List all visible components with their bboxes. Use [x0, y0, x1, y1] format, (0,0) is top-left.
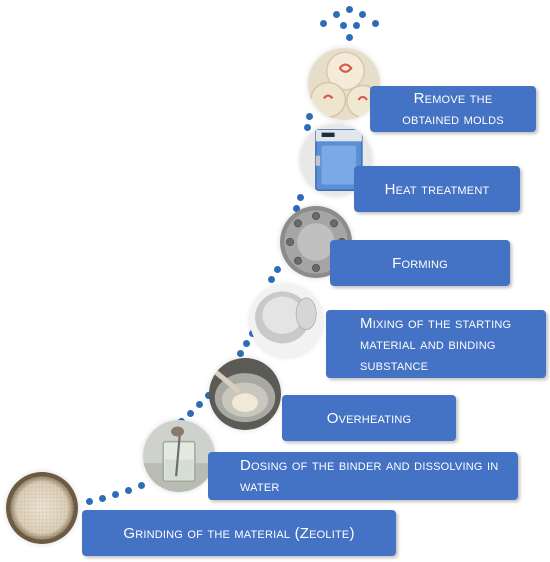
step-label-forming: Forming: [392, 254, 448, 272]
zeolite-powder-photo: [6, 472, 78, 544]
step-box-overheating: Overheating: [282, 395, 456, 441]
connector-dot: [359, 11, 366, 18]
connector-dot: [320, 20, 327, 27]
step-label-mixing: Mixing of the starting material and bind…: [360, 314, 512, 374]
step-box-forming: Forming: [330, 240, 510, 286]
step-label-heat-treatment: Heat treatment: [384, 180, 490, 198]
connector-dot: [99, 495, 106, 502]
connector-dot: [187, 410, 194, 417]
connector-dot: [138, 482, 145, 489]
step-box-mixing: Mixing of the starting material and bind…: [326, 310, 546, 378]
heated-bowl-photo: [209, 358, 281, 430]
connector-dot: [306, 113, 313, 120]
connector-dot: [304, 124, 311, 131]
beaker-stirring-photo: [143, 420, 215, 492]
connector-dot: [353, 22, 360, 29]
connector-dot: [297, 194, 304, 201]
connector-dot: [125, 487, 132, 494]
connector-dot: [237, 350, 244, 357]
connector-dot: [346, 6, 353, 13]
step-label-dosing: Dosing of the binder and dissolving in w…: [240, 457, 499, 495]
step-label-remove-molds: Remove the obtained molds: [402, 90, 504, 128]
connector-dot: [205, 392, 212, 399]
connector-dot: [86, 498, 93, 505]
connector-dot: [340, 22, 347, 29]
connector-dot: [196, 401, 203, 408]
connector-dot: [346, 34, 353, 41]
step-box-heat-treatment: Heat treatment: [354, 166, 520, 212]
connector-dot: [293, 205, 300, 212]
connector-dot: [112, 491, 119, 498]
connector-dot: [333, 11, 340, 18]
step-box-remove-molds: Remove the obtained molds: [370, 86, 536, 132]
connector-dot: [243, 340, 250, 347]
formed-pellets-photo: [308, 48, 380, 120]
step-label-overheating: Overheating: [326, 409, 412, 427]
step-label-grinding: Grinding of the material (Zeolite): [123, 524, 355, 542]
step-box-dosing: Dosing of the binder and dissolving in w…: [208, 452, 518, 500]
connector-dot: [372, 20, 379, 27]
connector-dot: [274, 266, 281, 273]
connector-dot: [268, 276, 275, 283]
step-box-grinding: Grinding of the material (Zeolite): [82, 510, 396, 556]
metal-mixing-bowl-photo: [250, 285, 322, 357]
